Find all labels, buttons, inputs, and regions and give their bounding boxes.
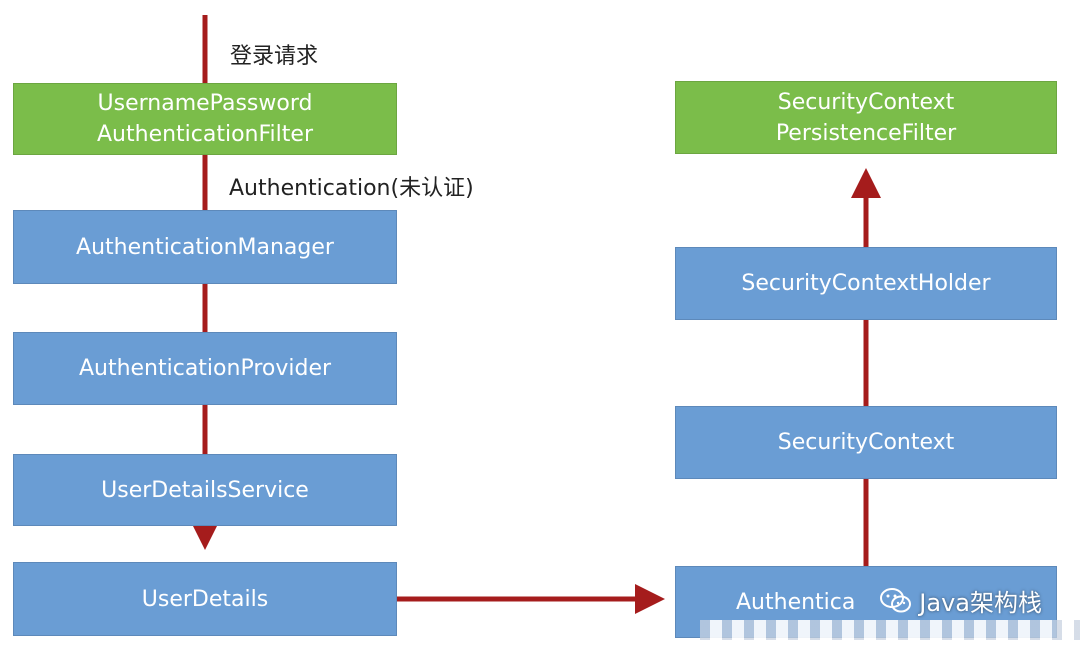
filter-line-2: AuthenticationFilter xyxy=(97,122,313,147)
user-details-service-box: UserDetailsService xyxy=(13,454,397,526)
watermark-text: Java架构栈 xyxy=(919,589,1042,617)
authentication-partial-label: Authentica xyxy=(736,589,856,615)
security-context-box: SecurityContext xyxy=(675,406,1057,479)
user-details-box: UserDetails xyxy=(13,562,397,636)
login-request-label: 登录请求 xyxy=(230,44,319,69)
unauthenticated-label: Authentication(未认证) xyxy=(229,176,474,201)
security-context-holder-box: SecurityContextHolder xyxy=(675,247,1057,320)
filter-line-1: UsernamePassword xyxy=(97,91,313,116)
wechat-icon xyxy=(880,587,912,612)
persistence-line-2: PersistenceFilter xyxy=(775,120,957,146)
authentication-manager-box: AuthenticationManager xyxy=(13,210,397,284)
authentication-provider-box: AuthenticationProvider xyxy=(13,332,397,405)
username-password-filter-box: UsernamePassword AuthenticationFilter xyxy=(13,83,397,155)
persistence-line-1: SecurityContext xyxy=(777,89,955,115)
security-context-persistence-filter-box: SecurityContext PersistenceFilter xyxy=(675,81,1057,154)
wechat-watermark: Java架构栈 xyxy=(879,583,1042,618)
blurred-caption-strip xyxy=(700,620,1080,640)
